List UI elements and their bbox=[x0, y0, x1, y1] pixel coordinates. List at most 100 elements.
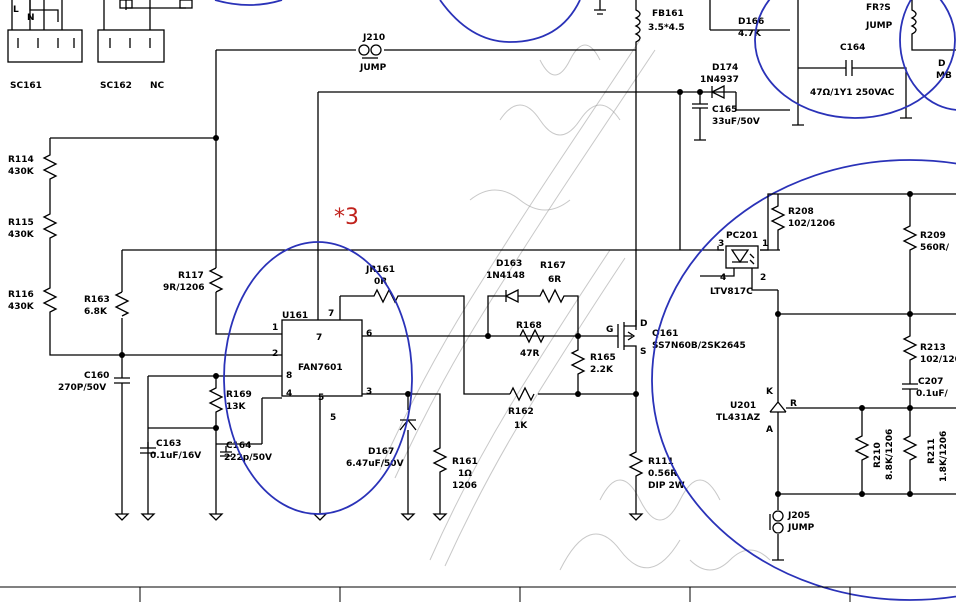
label-j210: J210 bbox=[362, 33, 385, 43]
label-j210-jump: JUMP bbox=[359, 63, 387, 73]
optocoupler-pc201: PC201 3 1 4 2 LTV817C bbox=[700, 193, 956, 297]
value-jr161: 0R bbox=[374, 277, 387, 287]
capacitor-c160: C160 270P/50V bbox=[58, 354, 282, 521]
frame-border bbox=[0, 586, 956, 602]
annotation-ring-top-right bbox=[754, 0, 956, 119]
mosfet-q161: G D S Q161 SS7N60B/2SK2645 bbox=[606, 310, 746, 394]
resistor-r169: R169 13K bbox=[208, 376, 252, 428]
label-r169: R169 bbox=[226, 390, 252, 400]
label-u201: U201 bbox=[730, 401, 756, 411]
label-j205-jump: JUMP bbox=[787, 523, 815, 533]
label-r117: R117 bbox=[178, 271, 204, 281]
svg-text:3: 3 bbox=[366, 387, 372, 397]
label-d167: D167 bbox=[368, 447, 394, 457]
resistor-r117: R117 9R/1206 bbox=[163, 267, 224, 293]
value-c160: 270P/50V bbox=[58, 383, 106, 393]
svg-text:7: 7 bbox=[328, 309, 334, 319]
connector-sc161: N L SC161 bbox=[7, 0, 83, 91]
label-jr161: JR161 bbox=[365, 265, 395, 275]
jumper-j210: J210 JUMP bbox=[216, 33, 636, 73]
label-q161: Q161 bbox=[652, 329, 678, 339]
label-r167: R167 bbox=[540, 261, 566, 271]
svg-text:1: 1 bbox=[762, 239, 768, 249]
value-fb161: 3.5*4.5 bbox=[648, 23, 685, 33]
label-c164b: C164 bbox=[226, 441, 251, 451]
part-u161: FAN7601 bbox=[298, 363, 343, 373]
svg-text:2: 2 bbox=[272, 349, 278, 359]
resistor-r162: R162 1K bbox=[508, 386, 535, 431]
value-r117: 9R/1206 bbox=[163, 283, 205, 293]
label-r162: R162 bbox=[508, 407, 534, 417]
label-nc: NC bbox=[150, 81, 165, 91]
resistor-r168: R168 47R bbox=[516, 321, 545, 359]
svg-text:L: L bbox=[13, 5, 19, 15]
resistor-jr161: JR161 0R bbox=[339, 265, 465, 336]
label-r213: R213 bbox=[920, 343, 946, 353]
svg-text:D: D bbox=[938, 59, 945, 69]
label-d166: D166 bbox=[738, 17, 764, 27]
label-d163: D163 bbox=[496, 259, 522, 269]
capacitor-c165: C165 33uF/50V bbox=[679, 92, 760, 250]
wire-left-rail bbox=[215, 50, 282, 335]
label-pc201: PC201 bbox=[726, 231, 758, 241]
resistor-r210: R210 8.8K/1206 bbox=[854, 408, 895, 494]
capacitor-c164-y: C164 47Ω/1Y1 250VAC FR?S JUMP D MB bbox=[792, 0, 956, 126]
label-c163: C163 bbox=[156, 439, 181, 449]
resistor-r161: R161 1Ω 1206 bbox=[452, 457, 478, 491]
pin-d: D bbox=[640, 319, 647, 329]
value-c165: 33uF/50V bbox=[712, 117, 760, 127]
value-r163: 6.8K bbox=[84, 307, 108, 317]
svg-text:3: 3 bbox=[718, 239, 724, 249]
svg-text:N: N bbox=[27, 13, 35, 23]
label-r208: R208 bbox=[788, 207, 814, 217]
annotation-ring-right bbox=[651, 159, 956, 601]
label-r116: R116 bbox=[8, 290, 34, 300]
capacitor-c207: C207 0.1uF/ bbox=[902, 372, 948, 408]
pin-s: S bbox=[640, 347, 646, 357]
value-r168: 47R bbox=[520, 349, 540, 359]
value-c164b: 222p/50V bbox=[224, 453, 272, 463]
value-q161: SS7N60B/2SK2645 bbox=[652, 341, 746, 351]
value-d167: 6.47uF/50V bbox=[346, 459, 404, 469]
label-r111: R111 bbox=[648, 457, 674, 467]
value-r114: 430K bbox=[8, 167, 35, 177]
value-r162: 1K bbox=[514, 421, 528, 431]
value-r161-a: 1Ω bbox=[458, 469, 472, 479]
divider-r114-r116: R114 430K R115 430K R116 430K bbox=[8, 137, 216, 356]
pin-a: A bbox=[766, 425, 773, 435]
label-fb161: FB161 bbox=[652, 9, 684, 19]
annotation-ring-u161 bbox=[223, 241, 413, 515]
svg-text:6: 6 bbox=[366, 329, 372, 339]
annotation-mark: *3 bbox=[334, 205, 359, 230]
value-r161-b: 1206 bbox=[452, 481, 477, 491]
label-c165: C165 bbox=[712, 105, 737, 115]
resistor-r213: R213 102/1206 bbox=[902, 314, 956, 372]
pin-r: R bbox=[790, 399, 797, 409]
value-r111: 0.56R bbox=[648, 469, 677, 479]
value-r209: 560R/ bbox=[920, 243, 950, 253]
label-r165: R165 bbox=[590, 353, 616, 363]
annotation-ring-top-left bbox=[214, 0, 283, 6]
svg-text:5: 5 bbox=[318, 393, 324, 403]
resistor-r165: R165 2.2K bbox=[570, 336, 616, 394]
value-d174: 1N4937 bbox=[700, 75, 739, 85]
value-c207: 0.1uF/ bbox=[916, 389, 948, 399]
label-r210: R210 bbox=[873, 442, 883, 468]
value-r167: 6R bbox=[548, 275, 561, 285]
label-r211: R211 bbox=[927, 438, 937, 464]
label-u161: U161 bbox=[282, 311, 308, 321]
label-c164: C164 bbox=[840, 43, 865, 53]
inductor-fb161: FB161 3.5*4.5 bbox=[634, 0, 685, 330]
svg-text:5: 5 bbox=[330, 413, 336, 423]
value-r115: 430K bbox=[8, 230, 35, 240]
resistor-r211: R211 1.8K/1206 bbox=[902, 408, 949, 494]
label-r115: R115 bbox=[8, 218, 34, 228]
value-r208: 102/1206 bbox=[788, 219, 835, 229]
svg-text:2: 2 bbox=[760, 273, 766, 283]
diode-d166: D166 4.7K bbox=[709, 0, 790, 39]
capacitor-c164b: C164 222p/50V bbox=[216, 441, 272, 463]
label-c207: C207 bbox=[918, 377, 943, 387]
annotation-ring-top-far-right bbox=[899, 0, 956, 111]
watermark bbox=[379, 39, 771, 571]
